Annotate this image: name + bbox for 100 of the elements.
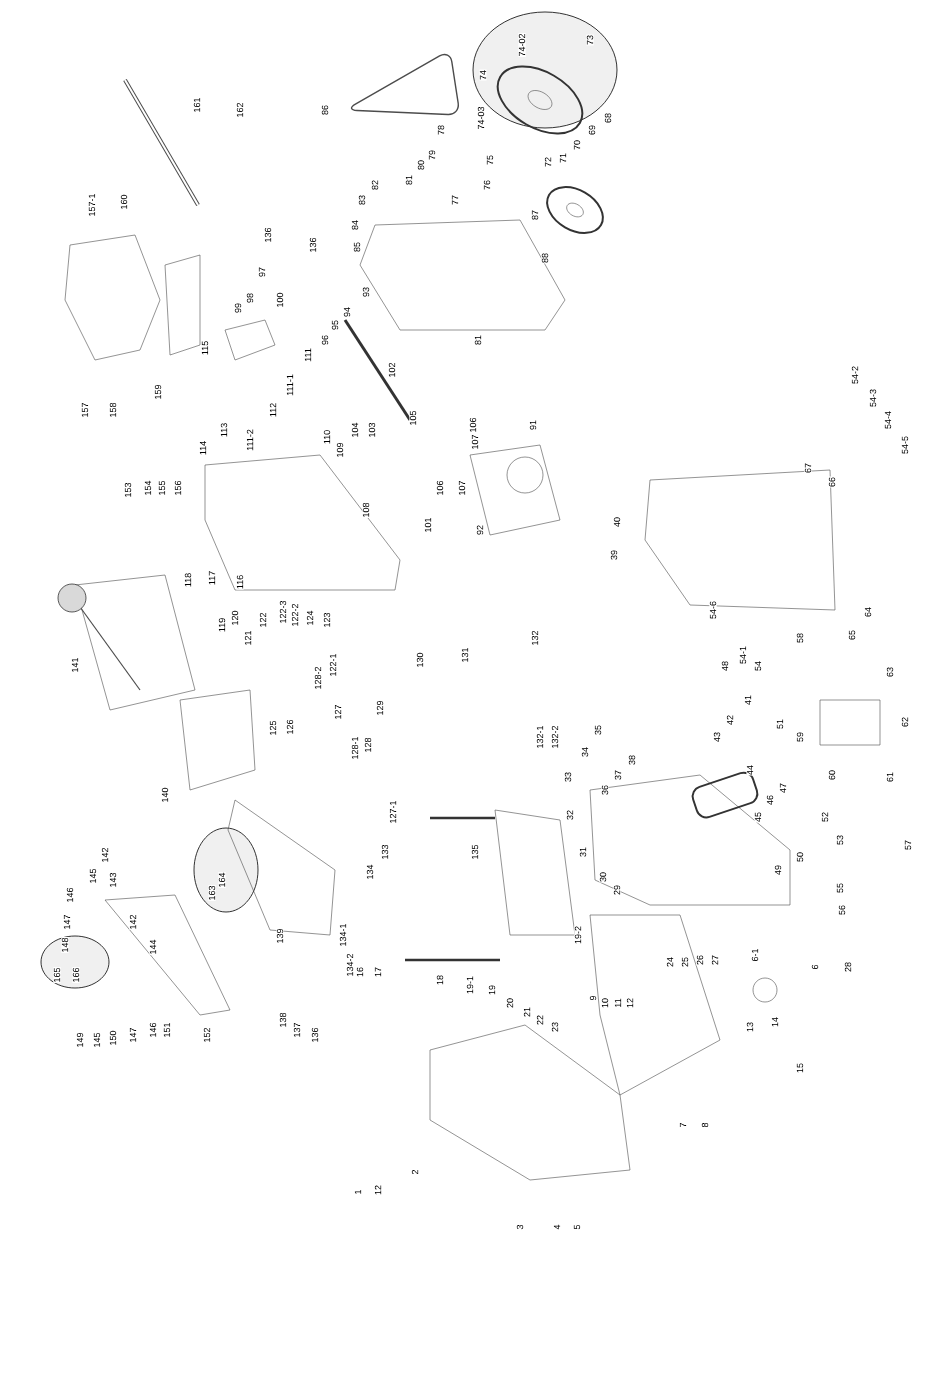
callout-number: 62 xyxy=(901,716,909,728)
callout-number: 129 xyxy=(376,700,384,716)
callout-number: 74-03 xyxy=(477,106,485,130)
callout-number: 101 xyxy=(424,517,432,533)
callout-number: 120 xyxy=(231,610,239,626)
callout-number: 6 xyxy=(811,964,819,970)
callout-number: 93 xyxy=(362,286,370,298)
callout-number: 74-02 xyxy=(518,33,526,57)
callout-number: 95 xyxy=(331,319,339,331)
callout-number: 145 xyxy=(93,1032,101,1048)
callout-number: 17 xyxy=(374,966,382,978)
callout-number: 67 xyxy=(804,462,812,474)
callout-number: 132 xyxy=(531,630,539,646)
callout-number: 50 xyxy=(796,851,804,863)
callout-number: 132-2 xyxy=(551,725,559,749)
callout-number: 32 xyxy=(566,809,574,821)
callout-number: 117 xyxy=(208,570,216,586)
callout-number: 116 xyxy=(236,574,244,590)
callout-number: 84 xyxy=(351,219,359,231)
callout-number: 3 xyxy=(516,1224,524,1230)
callout-number: 85 xyxy=(353,241,361,253)
callout-number: 105 xyxy=(409,410,417,426)
callout-number: 30 xyxy=(599,871,607,883)
callout-number: 107 xyxy=(471,434,479,450)
callout-number: 162 xyxy=(236,102,244,118)
callout-number: 143 xyxy=(109,872,117,888)
callout-number: 70 xyxy=(573,139,581,151)
callout-number: 48 xyxy=(721,660,729,672)
callout-number: 87 xyxy=(531,209,539,221)
callout-number: 107 xyxy=(458,480,466,496)
callout-number: 43 xyxy=(713,731,721,743)
callout-number: 128-2 xyxy=(314,666,322,690)
callout-number: 54-4 xyxy=(884,410,892,430)
callout-number: 91 xyxy=(529,419,537,431)
callout-number: 111 xyxy=(304,347,312,363)
callout-number: 148 xyxy=(61,937,69,953)
callout-number: 19 xyxy=(488,984,496,996)
callout-number: 18 xyxy=(436,974,444,986)
callout-number: 99 xyxy=(234,302,242,314)
callout-number: 23 xyxy=(551,1021,559,1033)
callout-number: 122-1 xyxy=(329,653,337,677)
callout-number: 82 xyxy=(371,179,379,191)
callout-number: 146 xyxy=(149,1022,157,1038)
callout-number: 142 xyxy=(101,847,109,863)
callout-number: 123 xyxy=(323,612,331,628)
callout-number: 128-1 xyxy=(351,736,359,760)
callout-number: 49 xyxy=(774,864,782,876)
callout-number: 96 xyxy=(321,334,329,346)
callout-number: 122-2 xyxy=(291,603,299,627)
callout-number: 54-6 xyxy=(709,600,717,620)
callout-number: 19-1 xyxy=(466,975,474,995)
callout-number: 109 xyxy=(336,442,344,458)
callout-number: 86 xyxy=(321,104,329,116)
callout-number: 128 xyxy=(364,737,372,753)
callout-number: 1 xyxy=(354,1189,362,1195)
callout-number: 108 xyxy=(362,502,370,518)
callout-number: 137 xyxy=(293,1022,301,1038)
callout-number: 103 xyxy=(368,422,376,438)
callout-number: 63 xyxy=(886,666,894,678)
callout-number: 133 xyxy=(381,844,389,860)
callout-number: 74 xyxy=(479,69,487,81)
callout-number: 144 xyxy=(149,939,157,955)
callout-number: 138 xyxy=(279,1012,287,1028)
callout-number: 152 xyxy=(203,1027,211,1043)
callout-number: 142 xyxy=(129,914,137,930)
callout-number: 127 xyxy=(334,704,342,720)
callout-number: 14 xyxy=(771,1016,779,1028)
callout-number: 7 xyxy=(679,1122,687,1128)
callout-number: 36 xyxy=(601,784,609,796)
callout-number: 80 xyxy=(417,159,425,171)
callout-number: 110 xyxy=(323,429,331,445)
callout-number: 27 xyxy=(711,954,719,966)
callout-number: 55 xyxy=(836,882,844,894)
callout-number: 111-1 xyxy=(286,373,294,397)
callout-number: 76 xyxy=(483,179,491,191)
callout-number: 39 xyxy=(610,549,618,561)
callout-number: 54 xyxy=(754,660,762,672)
callout-number: 8 xyxy=(701,1122,709,1128)
callout-number: 53 xyxy=(836,834,844,846)
callout-number: 57 xyxy=(904,839,912,851)
callout-number: 59 xyxy=(796,731,804,743)
callout-number: 13 xyxy=(746,1021,754,1033)
callout-number: 122-3 xyxy=(279,600,287,624)
callout-number: 115 xyxy=(201,340,209,356)
callout-number: 68 xyxy=(604,112,612,124)
callout-number: 134 xyxy=(366,864,374,880)
callout-number: 140 xyxy=(161,787,169,803)
callout-number: 61 xyxy=(886,771,894,783)
callout-number: 52 xyxy=(821,811,829,823)
callout-number: 66 xyxy=(828,476,836,488)
callout-number: 146 xyxy=(66,887,74,903)
callout-number: 56 xyxy=(838,904,846,916)
callout-number: 12 xyxy=(374,1184,382,1196)
callout-number: 64 xyxy=(864,606,872,618)
callout-number: 155 xyxy=(158,480,166,496)
callout-number: 118 xyxy=(184,572,192,588)
callout-number: 19-2 xyxy=(574,925,582,945)
callout-number: 81 xyxy=(405,174,413,186)
callout-number: 163 xyxy=(208,885,216,901)
callout-number: 41 xyxy=(744,694,752,706)
